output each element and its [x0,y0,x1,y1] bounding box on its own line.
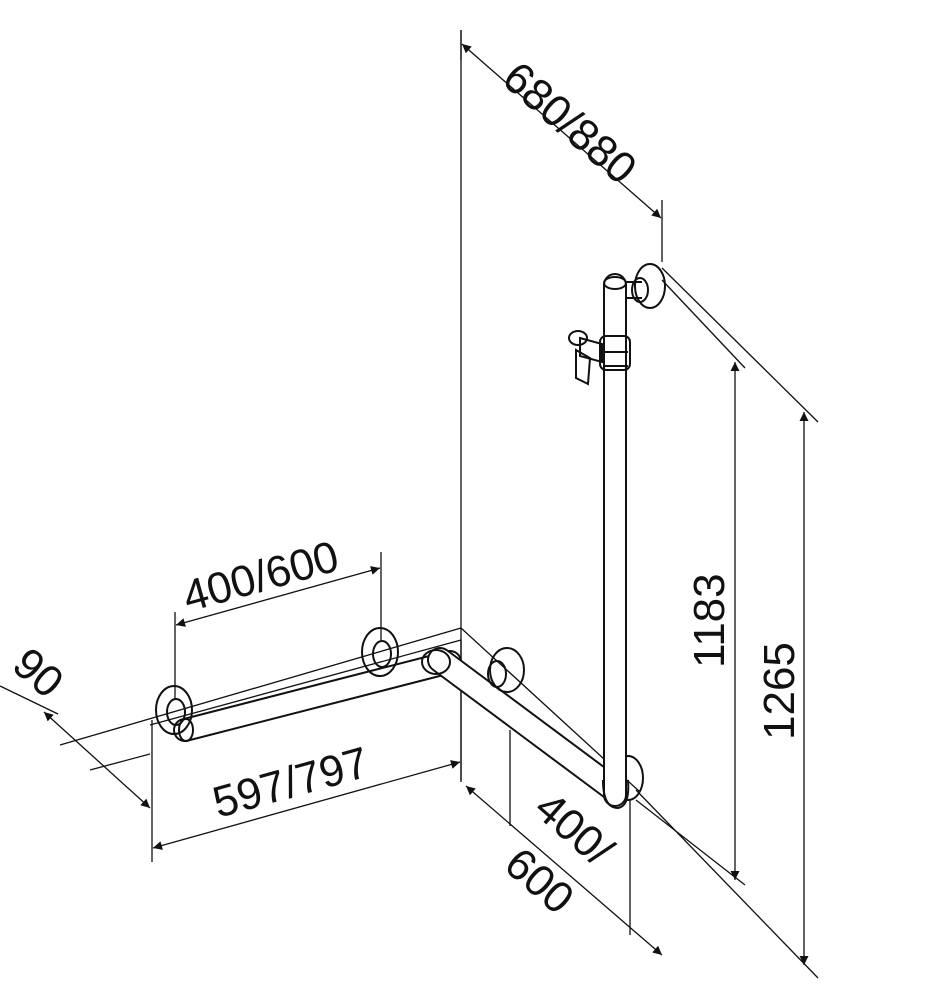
dim-bar-length-label: 400/600 [178,532,344,622]
bar-end-caps [178,649,451,742]
dim-clearance-label: 90 [3,639,72,708]
dim-side-leg-line [465,785,663,956]
dim-wall-depth-label: 680/880 [493,53,645,194]
dim-clearance-line [43,711,151,809]
dim-clearance-ext-2 [89,753,151,771]
flange-corner-inner [487,660,507,688]
dim-overall-height: 1265 [635,267,819,979]
flange-middle [361,627,399,677]
holder-cradle [575,348,592,386]
dim-total-width-line [152,760,461,850]
dim-bar-length: 400/600 [174,532,382,700]
vertical-shower-rail [602,273,642,810]
dim-overall-height-label: 1265 [755,642,804,740]
horizontal-tube-fill [175,652,460,740]
flange-top-right-inner [631,277,649,303]
dim-rail-height-label: 1183 [685,573,734,668]
dim-rail-height: 1183 [635,279,746,886]
horizontal-grab-bar [173,650,462,742]
dim-overall-height-ext-top [661,267,819,423]
flange-left [155,685,193,735]
flange-top-right [634,263,666,309]
vertical-rail-bottom-elbow [602,779,630,810]
dim-clearance: 90 [0,639,151,809]
dim-overall-height-ext-bottom [635,789,819,979]
horizontal-bar-end-cap [178,718,194,742]
holder-arm [579,336,603,364]
dim-bar-length-line [175,566,381,627]
diagonal-tube-fill [429,649,623,799]
shower-head-holder [568,330,631,386]
diagonal-grab-bar-leg [427,647,625,801]
flange-left-inner [166,698,186,726]
wall-flanges [155,263,666,801]
dim-total-width-label: 597/797 [208,738,374,828]
dim-wall-depth: 680/880 [460,30,663,262]
floor-wall-left-line-2 [149,639,462,726]
dim-rail-height-ext-bottom [635,799,746,886]
dim-wall-depth-line [461,43,662,219]
dim-clearance-ext-1 [0,685,59,715]
holder-slider-body [599,335,631,371]
flange-middle-inner [372,640,392,668]
flange-corner [489,647,525,693]
corner-elbow [421,649,451,675]
dim-rail-height-ext-top [661,279,746,369]
holder-knob [568,330,588,346]
